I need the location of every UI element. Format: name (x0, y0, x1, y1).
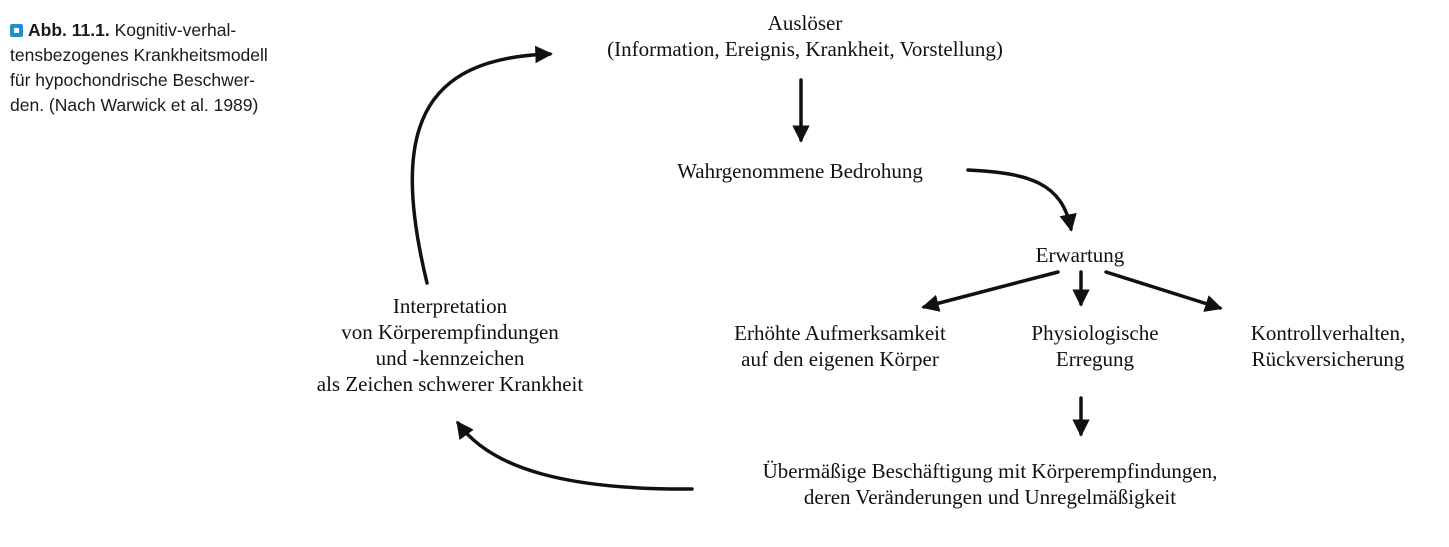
node-kontrolle-line-2: Rückversicherung (1251, 347, 1405, 371)
arrow-bedrohung-to-erwartung (966, 168, 1077, 232)
caption-line-2: tensbezogenes Krankheitsmodell (10, 45, 268, 65)
node-bedrohung-line-1: Wahrgenommene Bedrohung (677, 159, 923, 183)
figure-square-icon (10, 24, 23, 37)
node-ausloeser-line-2: (Information, Ereignis, Krankheit, Vorst… (607, 37, 1003, 61)
node-erwartung-line-1: Erwartung (1035, 243, 1125, 267)
node-ausloeser-line-1: Auslöser (767, 11, 843, 35)
caption-text-1: Kognitiv-verhal- (114, 20, 237, 40)
node-bedrohung: Wahrgenommene Bedrohung (640, 158, 960, 184)
arrow-erwartung-to-aufmerksamkeit (921, 270, 1060, 312)
node-aufmerksamkeit-line-2: auf den eigenen Körper (741, 347, 939, 371)
node-beschaeftigung-line-2: deren Veränderungen und Unregelmäßigkeit (803, 485, 1177, 509)
node-erregung-line-2: Erregung (1055, 347, 1135, 371)
caption-label: Abb. 11.1. (28, 20, 110, 40)
node-aufmerksamkeit: Erhöhte Aufmerksamkeit auf den eigenen K… (700, 320, 980, 372)
arrow-erwartung-to-kontrolle (1104, 270, 1223, 312)
node-interpretation-line-1: Interpretation (392, 294, 508, 318)
node-beschaeftigung: Übermäßige Beschäftigung mit Körperempfi… (700, 458, 1280, 510)
node-beschaeftigung-line-1: Übermäßige Beschäftigung mit Körperempfi… (762, 459, 1218, 483)
caption-line-4: den. (Nach Warwick et al. 1989) (10, 95, 259, 115)
arrow-interpretation-to-ausloeser (410, 45, 553, 285)
node-interpretation: Interpretation von Körperempfindungen un… (275, 293, 625, 397)
node-erregung: Physiologische Erregung (1010, 320, 1180, 372)
figure-caption: Abb. 11.1. Kognitiv-verhal- tensbezogene… (10, 18, 370, 118)
caption-line-1: Abb. 11.1. Kognitiv-verhal- (10, 18, 370, 43)
node-aufmerksamkeit-line-1: Erhöhte Aufmerksamkeit (734, 321, 946, 345)
node-interpretation-line-3: und -kennzeichen (375, 346, 525, 370)
node-interpretation-line-4: als Zeichen schwerer Krankheit (316, 372, 584, 396)
node-erregung-line-1: Physiologische (1031, 321, 1159, 345)
node-ausloeser: Auslöser (Information, Ereignis, Krankhe… (560, 10, 1050, 62)
node-erwartung: Erwartung (1010, 242, 1150, 268)
caption-line-3: für hypochondrische Beschwer- (10, 70, 256, 90)
arrow-beschaeftigung-to-interpretation (456, 420, 694, 491)
node-interpretation-line-2: von Körperempfindungen (341, 320, 559, 344)
node-kontrolle-line-1: Kontrollverhalten, (1250, 321, 1406, 345)
node-kontrolle: Kontrollverhalten, Rückversicherung (1228, 320, 1428, 372)
